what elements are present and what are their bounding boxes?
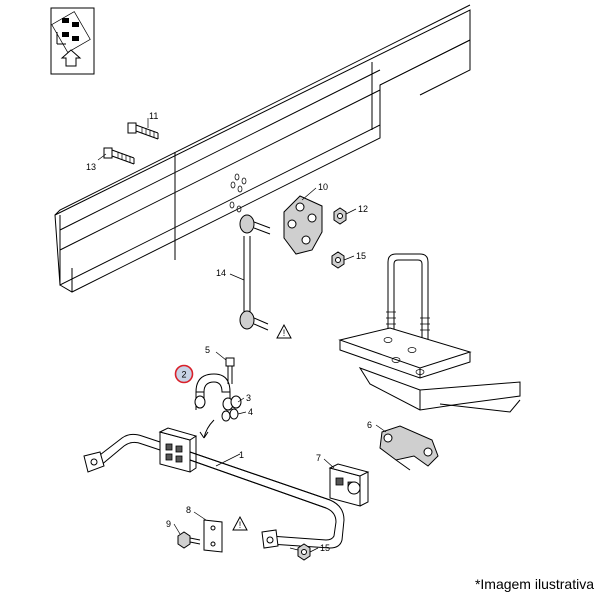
nut-15-upper: [331, 251, 345, 269]
label-15-upper: 15: [356, 251, 366, 261]
bolt-11: [127, 122, 159, 140]
highlight-callout-2: 2: [174, 364, 194, 384]
leader-lines: [97, 118, 387, 553]
label-2: 2: [181, 370, 186, 380]
label-10: 10: [318, 182, 328, 192]
label-14: 14: [216, 268, 226, 278]
label-1: 1: [239, 450, 244, 460]
plate-8: [203, 519, 223, 553]
label-7: 7: [316, 453, 321, 463]
label-4: 4: [248, 407, 253, 417]
nut-12: [333, 207, 347, 225]
label-8: 8: [186, 505, 191, 515]
vehicle-location-icon: [50, 7, 95, 75]
label-3: 3: [246, 393, 251, 403]
bushing-3: [194, 395, 242, 411]
axle: [358, 367, 521, 413]
washer-set: [229, 173, 247, 213]
svg-text:!: !: [283, 328, 286, 338]
warning-triangle-upper: !: [276, 323, 292, 339]
bolt-9: [177, 531, 201, 549]
label-5: 5: [205, 345, 210, 355]
label-11: 11: [149, 111, 158, 121]
bracket-6: [379, 425, 439, 471]
bracket-10: [283, 195, 323, 255]
frame-rail: [54, 4, 471, 293]
bushing-block-left: [158, 427, 198, 473]
label-12: 12: [358, 204, 368, 214]
nut-15-lower: [289, 543, 311, 561]
bushing-4: [221, 408, 239, 422]
warning-triangle-lower: !: [232, 515, 248, 531]
bolt-13: [103, 147, 135, 165]
label-6: 6: [367, 420, 372, 430]
svg-text:!: !: [239, 520, 242, 530]
label-15-lower: 15: [320, 543, 330, 553]
disclaimer-caption: *Imagem ilustrativa: [474, 576, 594, 592]
link-rod-14: [239, 214, 271, 331]
u-bolt: [386, 253, 430, 340]
bolt-5: [225, 357, 235, 384]
spring-plate: [338, 327, 472, 379]
label-9: 9: [166, 519, 171, 529]
callout-labels: 11 13 10 12 15 14 5 3 4 1 6 7 8 9 15: [86, 111, 372, 553]
arrow-clamp: [199, 419, 215, 439]
label-13: 13: [86, 162, 96, 172]
stabilizer-bar-1: [83, 433, 345, 549]
bushing-block-7: [328, 463, 370, 507]
